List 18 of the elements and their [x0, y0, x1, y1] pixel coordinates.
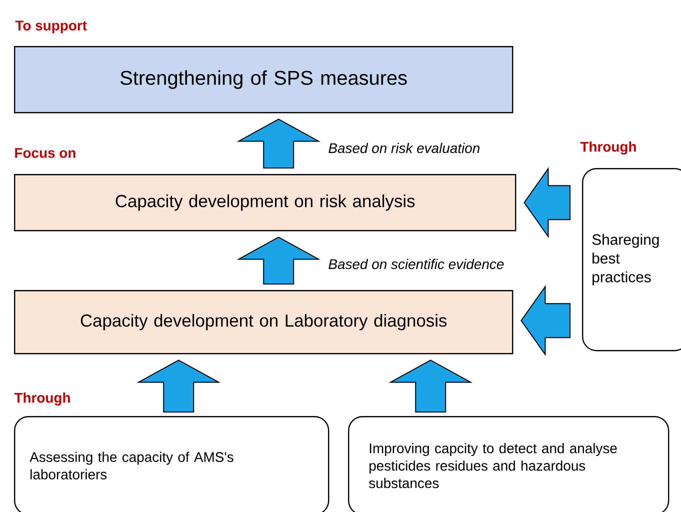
block-arrow	[520, 285, 570, 356]
block-arrow	[388, 360, 473, 412]
block-arrow	[524, 167, 570, 238]
edge-label: Based on scientific evidence	[328, 258, 504, 270]
block-arrow	[236, 118, 321, 168]
process-box: Strengthening of SPS measures	[14, 46, 514, 114]
section-heading: Focus on	[15, 148, 76, 158]
edge-label: Based on risk evaluation	[328, 142, 480, 154]
process-box: Capacity development on risk analysis	[14, 174, 516, 232]
block-arrow	[236, 236, 321, 284]
process-box: Capacity development on Laboratory diagnosis	[14, 290, 514, 354]
section-heading: To support	[15, 20, 87, 34]
block-arrow	[136, 360, 221, 412]
rounded-box: Improving capcity to detect and analyse pesticides residues and hazardous substances	[348, 416, 670, 512]
section-heading: Through	[14, 392, 70, 406]
rounded-box: Shareging best practices	[582, 168, 681, 352]
rounded-box: Assessing the capacity of AMS's laboratoriers	[14, 416, 330, 512]
section-heading: Through	[580, 141, 636, 155]
